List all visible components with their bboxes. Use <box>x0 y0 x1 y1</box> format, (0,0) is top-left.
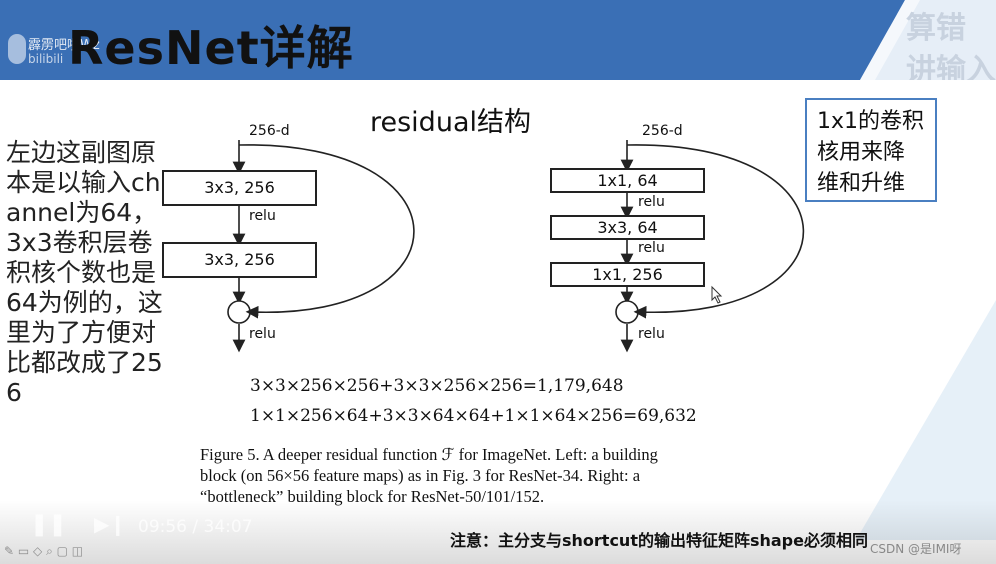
player-controls: ❚❚ ▶❙ <box>30 512 126 537</box>
left-layer-1: 3x3, 256 <box>162 170 317 206</box>
section-title: residual结构 <box>370 107 531 138</box>
csdn-watermark: CSDN @是IMI呀 <box>870 542 962 556</box>
right-relu-1: relu <box>638 194 665 210</box>
equation-2: 1×1×256×64+3×3×64×64+1×1×64×256=69,632 <box>250 406 697 426</box>
banner-background <box>0 0 996 80</box>
right-layer-1: 1x1, 64 <box>550 168 705 193</box>
player-overlay <box>0 500 996 564</box>
background-shape <box>856 300 996 540</box>
slide-title: ResNet详解 <box>68 21 354 75</box>
bottom-note: 注意：主分支与shortcut的输出特征矩阵shape必须相同 <box>450 531 868 550</box>
next-icon[interactable]: ▶❙ <box>93 512 127 536</box>
left-block-lines <box>227 140 415 353</box>
toolbar-icons[interactable]: ✎ ▭ ◇ ⌕ ▢ ◫ <box>4 544 84 558</box>
left-add-node <box>227 300 251 324</box>
right-layer-2: 3x3, 64 <box>550 215 705 240</box>
pause-icon[interactable]: ❚❚ <box>30 512 67 537</box>
left-layer-2: 3x3, 256 <box>162 242 317 278</box>
right-relu-2: relu <box>638 240 665 256</box>
left-input-label: 256-d <box>249 123 290 139</box>
uploader-watermark: 霹雳吧啦Wz bilibili <box>8 28 158 70</box>
corner-text: 算错 讲输入 <box>906 11 996 80</box>
callout-box: 1x1的卷积核用来降维和升维 <box>805 98 937 202</box>
left-shortcut <box>238 144 415 319</box>
right-block-lines <box>615 140 805 353</box>
right-layer-3: 1x1, 256 <box>550 262 705 287</box>
playback-time: 09:56 / 34:07 <box>138 517 253 537</box>
left-note: 左边这副图原本是以输入channel为64，3x3卷积层卷积核个数也是64为例的… <box>6 138 163 407</box>
slide-banner: 霹雳吧啦Wz bilibili ResNet详解 算错 讲输入 <box>0 0 996 80</box>
right-input-label: 256-d <box>642 123 683 139</box>
mouse-cursor <box>711 285 723 304</box>
left-relu-out: relu <box>249 326 276 342</box>
uploader-avatar <box>8 34 26 64</box>
right-relu-out: relu <box>638 326 665 342</box>
left-relu-1: relu <box>249 208 276 224</box>
right-shortcut <box>626 144 805 319</box>
uploader-name: 霹雳吧啦Wz <box>28 38 100 53</box>
equation-1: 3×3×256×256+3×3×256×256=1,179,648 <box>250 376 624 396</box>
figure-caption: Figure 5. A deeper residual function ℱ f… <box>200 445 658 506</box>
right-add-node <box>615 300 639 324</box>
uploader-sub: bilibili <box>28 52 64 66</box>
